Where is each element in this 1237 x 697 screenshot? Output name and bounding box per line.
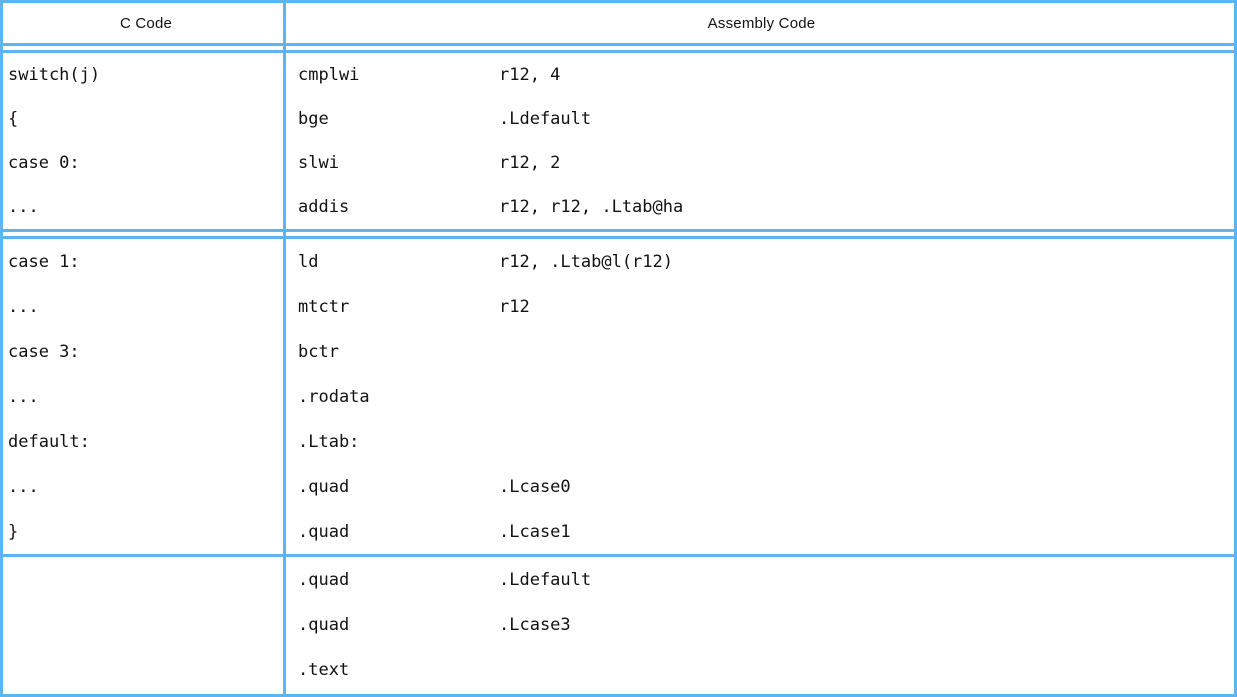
table-row: .quad .Ldefault bbox=[3, 557, 1234, 602]
assembly-mnemonic: .quad bbox=[298, 569, 350, 590]
assembly-mnemonic: ld bbox=[298, 251, 319, 272]
header-divider-double bbox=[3, 43, 1234, 53]
assembly-operands: .Ldefault bbox=[499, 569, 592, 590]
table-row: } .quad .Lcase1 bbox=[3, 509, 1234, 554]
c-code-cell: case 3: bbox=[8, 341, 80, 362]
divider-bar bbox=[3, 43, 1234, 46]
table-body: switch(j) cmplwi r12, 4 { bge .Ldefault ca… bbox=[3, 53, 1234, 692]
section-divider-double bbox=[3, 229, 1234, 239]
assembly-code-cell: cmplwi r12, 4 bbox=[289, 53, 1234, 97]
c-code-cell bbox=[3, 647, 289, 692]
c-code-cell: default: bbox=[8, 431, 90, 452]
assembly-code-cell: .quad .Lcase0 bbox=[289, 464, 1234, 509]
assembly-operands: .Lcase3 bbox=[499, 614, 571, 635]
assembly-mnemonic: .rodata bbox=[298, 386, 370, 407]
assembly-operands: .Lcase0 bbox=[499, 476, 571, 497]
table-row: ... .quad .Lcase0 bbox=[3, 464, 1234, 509]
assembly-code-cell: .rodata bbox=[289, 374, 1234, 419]
assembly-code-cell: .text bbox=[289, 647, 1234, 692]
assembly-operands: .Ldefault bbox=[499, 109, 592, 129]
assembly-code-cell: .quad .Lcase3 bbox=[289, 602, 1234, 647]
assembly-code-cell: mtctr r12 bbox=[289, 284, 1234, 329]
table-row: { bge .Ldefault bbox=[3, 97, 1234, 141]
column-divider-line bbox=[283, 3, 286, 694]
table-row: default: .Ltab: bbox=[3, 419, 1234, 464]
assembly-operands: r12, r12, .Ltab@ha bbox=[499, 197, 684, 217]
table-row: switch(j) cmplwi r12, 4 bbox=[3, 53, 1234, 97]
assembly-operands: r12, 4 bbox=[499, 65, 561, 85]
assembly-code-cell: slwi r12, 2 bbox=[289, 141, 1234, 185]
c-code-cell: ... bbox=[8, 386, 39, 407]
assembly-mnemonic: .Ltab: bbox=[298, 431, 360, 452]
divider-bar bbox=[3, 50, 1234, 53]
divider-bar bbox=[3, 229, 1234, 232]
assembly-operands: r12, .Ltab@l(r12) bbox=[499, 251, 673, 272]
table-row: .text bbox=[3, 647, 1234, 692]
assembly-code-cell: bctr bbox=[289, 329, 1234, 374]
column-header-assembly-code: Assembly Code bbox=[707, 14, 816, 32]
assembly-mnemonic: bctr bbox=[298, 341, 339, 362]
assembly-code-cell: .quad .Lcase1 bbox=[289, 509, 1234, 554]
assembly-code-cell: .quad .Ldefault bbox=[289, 557, 1234, 602]
c-code-cell: } bbox=[8, 521, 19, 542]
assembly-mnemonic: bge bbox=[298, 109, 329, 129]
assembly-mnemonic: cmplwi bbox=[298, 65, 360, 85]
assembly-mnemonic: .quad bbox=[298, 476, 350, 497]
table-row: ... mtctr r12 bbox=[3, 284, 1234, 329]
divider-bar bbox=[3, 236, 1234, 239]
assembly-operands: r12 bbox=[499, 296, 530, 317]
assembly-mnemonic: .quad bbox=[298, 614, 350, 635]
table-header-row: C Code Assembly Code bbox=[3, 3, 1234, 43]
assembly-mnemonic: mtctr bbox=[298, 296, 350, 317]
assembly-code-cell: .Ltab: bbox=[289, 419, 1234, 464]
table-row: case 1: ld r12, .Ltab@l(r12) bbox=[3, 239, 1234, 284]
column-header-c-code: C Code bbox=[119, 14, 173, 32]
c-code-cell: ... bbox=[8, 197, 39, 217]
table-row: case 0: slwi r12, 2 bbox=[3, 141, 1234, 185]
table-row: .quad .Lcase3 bbox=[3, 602, 1234, 647]
assembly-mnemonic: .quad bbox=[298, 521, 350, 542]
assembly-operands: r12, 2 bbox=[499, 153, 561, 173]
c-code-cell: { bbox=[8, 109, 19, 129]
c-code-cell bbox=[3, 557, 289, 602]
table-row: ... .rodata bbox=[3, 374, 1234, 419]
assembly-code-cell: ld r12, .Ltab@l(r12) bbox=[289, 239, 1234, 284]
c-code-cell: ... bbox=[8, 476, 39, 497]
assembly-mnemonic: slwi bbox=[298, 153, 339, 173]
assembly-mnemonic: .text bbox=[298, 659, 350, 680]
c-code-cell bbox=[3, 602, 289, 647]
table-row: case 3: bctr bbox=[3, 329, 1234, 374]
c-code-cell: ... bbox=[8, 296, 39, 317]
section-divider-single bbox=[3, 554, 1234, 557]
c-code-cell: case 1: bbox=[8, 251, 80, 272]
c-code-cell: case 0: bbox=[8, 153, 80, 173]
assembly-mnemonic: addis bbox=[298, 197, 350, 217]
c-code-cell: switch(j) bbox=[8, 65, 101, 85]
assembly-code-cell: bge .Ldefault bbox=[289, 97, 1234, 141]
assembly-operands: .Lcase1 bbox=[499, 521, 571, 542]
table-row: ... addis r12, r12, .Ltab@ha bbox=[3, 185, 1234, 229]
assembly-code-cell: addis r12, r12, .Ltab@ha bbox=[289, 185, 1234, 229]
